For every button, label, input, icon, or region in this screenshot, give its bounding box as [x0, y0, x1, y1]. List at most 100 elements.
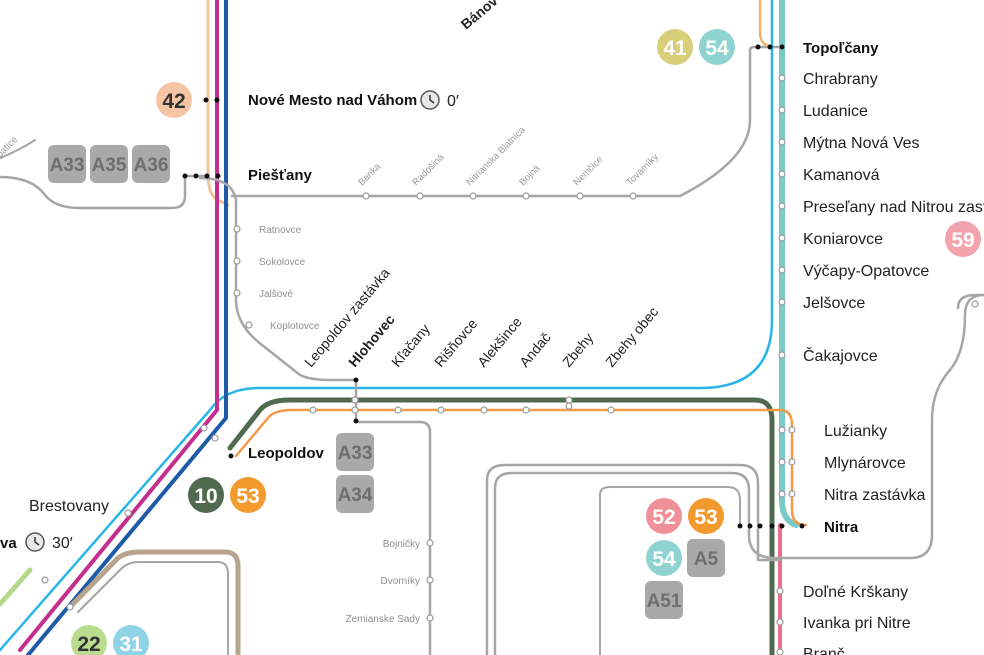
station-sokolovce[interactable]: Sokolovce	[259, 257, 306, 268]
stop-risnovce[interactable]	[437, 406, 445, 414]
station-ratnovce[interactable]: Ratnovce	[259, 225, 302, 236]
badge-53-right[interactable]: 53	[688, 498, 724, 534]
station-dvorniky[interactable]: Dvorníky	[381, 576, 420, 587]
stop-preselany[interactable]	[778, 202, 786, 210]
station-radosina[interactable]: Radošiná	[410, 151, 447, 188]
station-vycapy[interactable]: Výčapy-Opatovce	[803, 263, 929, 280]
badge-22[interactable]: 22	[71, 625, 107, 655]
station-tovarniky[interactable]: Tovarníky	[624, 151, 661, 188]
badge-59[interactable]: 59	[945, 221, 981, 257]
station-koplotovce[interactable]: Koplotovce	[270, 321, 320, 332]
station-luzianky[interactable]: Lužianky	[824, 423, 887, 440]
station-zemianske-sady[interactable]: Zemianske Sady	[346, 614, 420, 625]
station-nove-mesto[interactable]: Nové Mesto nad Váhom	[248, 92, 417, 109]
station-nemcice[interactable]: Nemčice	[571, 154, 605, 188]
badge-A5[interactable]: A5	[687, 539, 725, 577]
station-leopoldov-zastavka[interactable]: Leopoldov zastávka	[301, 265, 393, 370]
badge-A33-left[interactable]: A33	[48, 145, 86, 183]
station-mytna-nova-ves[interactable]: Mýtna Nová Ves	[803, 135, 920, 152]
stop-bojna[interactable]	[522, 192, 530, 200]
stop-chrabrany[interactable]	[778, 74, 786, 82]
station-dolne-krskany[interactable]: Doľné Krškany	[803, 584, 908, 601]
station-trnava-partial[interactable]: va	[0, 535, 17, 552]
stop-dolne-krskany[interactable]	[776, 587, 784, 595]
station-banka[interactable]: Banka	[356, 161, 383, 188]
stop-mlynarovce[interactable]	[788, 458, 796, 466]
stop-nemcice[interactable]	[576, 192, 584, 200]
stop-tovarniky[interactable]	[629, 192, 637, 200]
badge-54-right[interactable]: 54	[646, 540, 682, 576]
badge-A33-mid[interactable]: A33	[336, 433, 374, 471]
station-kamanova[interactable]: Kamanová	[803, 167, 880, 184]
stop-sokolovce[interactable]	[233, 257, 241, 265]
stop-aleksince[interactable]	[480, 406, 488, 414]
stop-jelsovce[interactable]	[778, 298, 786, 306]
badge-53-left[interactable]: 53	[230, 477, 266, 513]
station-mlynarovce[interactable]: Mlynárovce	[824, 455, 906, 472]
stop-vycapy[interactable]	[778, 266, 786, 274]
stop-mytna[interactable]	[778, 138, 786, 146]
station-ivanka[interactable]: Ivanka pri Nitre	[803, 615, 911, 632]
stop-ivanka[interactable]	[776, 618, 784, 626]
stop-branc[interactable]	[776, 648, 784, 655]
station-piestany[interactable]: Piešťany	[248, 167, 313, 184]
badge-41[interactable]: 41	[657, 29, 693, 65]
stop-leopoldov-zastavka[interactable]	[309, 406, 317, 414]
stop-klacany[interactable]	[394, 406, 402, 414]
station-cakajovce[interactable]: Čakajovce	[803, 346, 878, 365]
stop-luzianky[interactable]	[788, 426, 796, 434]
station-jelsovce[interactable]: Jelšovce	[803, 295, 865, 312]
station-zbehy[interactable]: Zbehy	[559, 330, 596, 370]
station-zbehy-obec[interactable]: Zbehy obec	[602, 304, 661, 370]
station-bojnicky[interactable]: Bojničky	[383, 539, 420, 550]
station-preselany[interactable]: Preseľany nad Nitrou zast.	[803, 199, 984, 216]
badge-A51[interactable]: A51	[645, 581, 683, 619]
station-branc[interactable]: Branč	[803, 646, 845, 655]
badge-52[interactable]: 52	[646, 498, 682, 534]
stop-nitra-zastavka[interactable]	[788, 490, 796, 498]
stop-koplotovce[interactable]	[245, 321, 253, 329]
station-banovce-partial[interactable]: Bánov	[458, 0, 501, 32]
stop-kamanova[interactable]	[778, 170, 786, 178]
station-nitra-zastavka[interactable]: Nitra zastávka	[824, 487, 925, 504]
stop-nitra-zastavka-b	[778, 490, 786, 498]
station-jalsove[interactable]: Jalšové	[259, 289, 293, 300]
station-koniarovce[interactable]: Koniarovce	[803, 231, 883, 248]
badge-A36[interactable]: A36	[132, 145, 170, 183]
svg-text:42: 42	[162, 90, 185, 113]
station-ludanice[interactable]: Ludanice	[803, 103, 868, 120]
station-topolcany[interactable]: Topoľčany	[803, 40, 879, 57]
stop-bojnicky[interactable]	[426, 539, 434, 547]
stop-koniarovce[interactable]	[778, 234, 786, 242]
badge-A35[interactable]: A35	[90, 145, 128, 183]
stop-andac[interactable]	[522, 406, 530, 414]
stop-zbehy[interactable]	[565, 402, 573, 410]
stop-ludanice[interactable]	[778, 106, 786, 114]
station-klacany[interactable]: Kľačany	[388, 321, 433, 370]
stop-ratnovce[interactable]	[233, 225, 241, 233]
line-grey-left-piestany	[0, 174, 206, 210]
station-brestovany[interactable]: Brestovany	[29, 498, 109, 515]
station-leopoldov[interactable]: Leopoldov	[248, 445, 324, 462]
stop-banka[interactable]	[362, 192, 370, 200]
station-risnovce[interactable]: Rišňovce	[431, 315, 480, 370]
badge-54-top[interactable]: 54	[699, 29, 735, 65]
badge-31[interactable]: 31	[113, 625, 149, 655]
station-andac[interactable]: Andač	[516, 329, 554, 370]
badge-42[interactable]: 42	[156, 82, 192, 118]
dot-nitra-4	[769, 523, 775, 529]
badge-A34[interactable]: A34	[336, 475, 374, 513]
stop-jalsove[interactable]	[233, 289, 241, 297]
stop-zemianske-sady[interactable]	[426, 614, 434, 622]
stop-cakajovce[interactable]	[778, 351, 786, 359]
stop-radosina[interactable]	[416, 192, 424, 200]
station-chrabrany[interactable]: Chrabrany	[803, 71, 878, 88]
stop-brestovany[interactable]	[124, 509, 132, 517]
station-nitra[interactable]: Nitra	[824, 519, 859, 536]
badge-10[interactable]: 10	[188, 477, 224, 513]
station-left-partial[interactable]: patice	[0, 134, 20, 160]
stop-nitrianska-blatnica[interactable]	[469, 192, 477, 200]
station-bojna[interactable]: Bojná	[517, 163, 542, 188]
stop-dvorniky[interactable]	[426, 576, 434, 584]
stop-zbehy-obec[interactable]	[607, 406, 615, 414]
